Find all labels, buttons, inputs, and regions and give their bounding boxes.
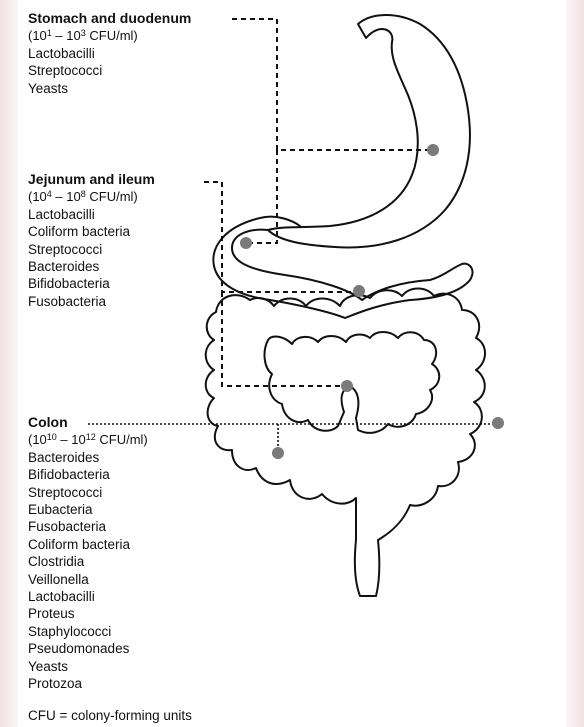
organism-item: Fusobacteria (28, 518, 148, 535)
colon-right-marker-dot (492, 417, 504, 429)
organism-item: Bifidobacteria (28, 466, 148, 483)
organism-item: Streptococci (28, 484, 148, 501)
organism-item: Bacteroides (28, 258, 155, 275)
stomach-heading: Stomach and duodenum (28, 10, 191, 27)
jejunum-count: (104 – 108 CFU/ml) (28, 188, 155, 205)
organism-item: Lactobacilli (28, 588, 148, 605)
organism-item: Coliform bacteria (28, 536, 148, 553)
organism-item: Clostridia (28, 553, 148, 570)
colon-count: (1010 – 1012 CFU/ml) (28, 431, 148, 448)
organism-item: Bacteroides (28, 449, 148, 466)
organism-item: Streptococci (28, 62, 191, 79)
cfu-footnote: CFU = colony-forming units (28, 708, 192, 723)
organism-item: Coliform bacteria (28, 223, 155, 240)
stomach-outline (268, 15, 470, 247)
colon-outline (206, 289, 485, 597)
jejunum-marker-dot (353, 285, 365, 297)
organism-item: Lactobacilli (28, 45, 191, 62)
stomach-leader-line (232, 19, 430, 150)
colon-inner-outline (265, 332, 440, 433)
stomach-label-block: Stomach and duodenum (101 – 103 CFU/ml) … (28, 10, 191, 97)
ileum-marker-dot (240, 237, 252, 249)
organism-item: Fusobacteria (28, 293, 155, 310)
jejunum-label-block: Jejunum and ileum (104 – 108 CFU/ml) Lac… (28, 171, 155, 310)
organism-item: Staphylococci (28, 623, 148, 640)
organism-item: Veillonella (28, 571, 148, 588)
organism-item: Proteus (28, 605, 148, 622)
jejunum-heading: Jejunum and ileum (28, 171, 155, 188)
colon-label-block: Colon (1010 – 1012 CFU/ml) Bacteroides B… (28, 414, 148, 693)
colon-left-marker-dot (272, 447, 284, 459)
organism-item: Yeasts (28, 80, 191, 97)
organism-item: Eubacteria (28, 501, 148, 518)
colon-heading: Colon (28, 414, 148, 431)
organism-item: Protozoa (28, 675, 148, 692)
stomach-marker-dot (427, 144, 439, 156)
organism-item: Streptococci (28, 241, 155, 258)
stomach-count: (101 – 103 CFU/ml) (28, 27, 191, 44)
organism-item: Bifidobacteria (28, 275, 155, 292)
ileocecal-marker-dot (341, 380, 353, 392)
organism-item: Yeasts (28, 658, 148, 675)
organism-item: Lactobacilli (28, 206, 155, 223)
organism-item: Pseudomonades (28, 640, 148, 657)
